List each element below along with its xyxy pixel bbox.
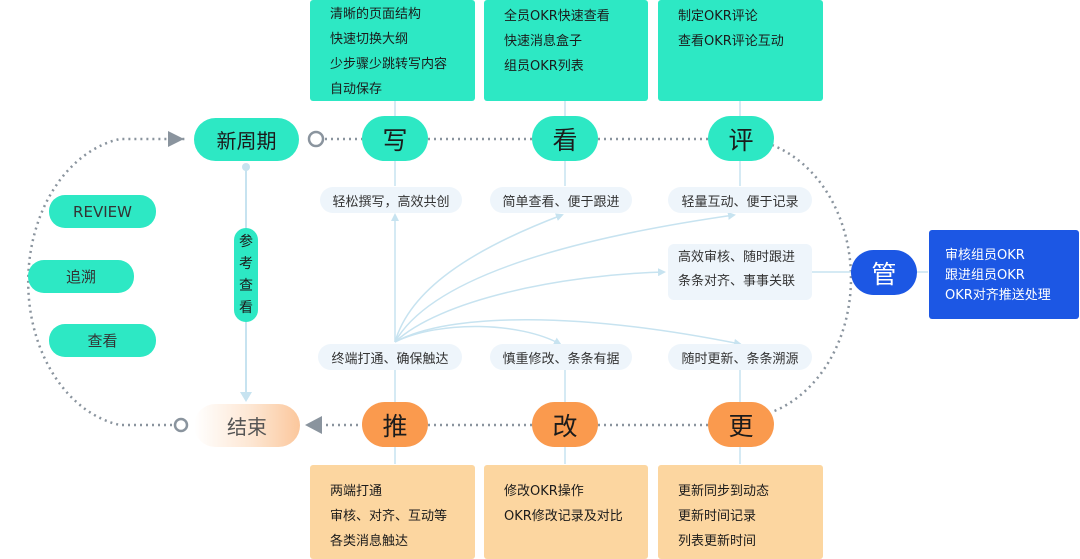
review-feature-1: 制定OKR评论	[678, 9, 758, 24]
update-features-box: 更新同步到动态 更新时间记录 列表更新时间	[658, 465, 823, 559]
reference-char-4: 看	[239, 300, 253, 316]
new-cycle-node: 新周期	[194, 118, 299, 161]
side-pill-review: REVIEW	[49, 195, 156, 228]
write-feature-4: 自动保存	[330, 82, 383, 97]
manage-label: 高效审核、随时跟进 条条对齐、事事关联	[668, 244, 812, 300]
left-loop-arrow	[168, 131, 184, 147]
push-feature-2: 审核、对齐、互动等	[330, 509, 448, 524]
update-feature-2: 更新时间记录	[678, 509, 757, 524]
review-label: 轻量互动、便于记录	[668, 187, 812, 213]
push-features-box: 两端打通 审核、对齐、互动等 各类消息触达	[310, 465, 475, 559]
fan-connectors	[391, 211, 742, 347]
reference-char-3: 查	[239, 278, 253, 294]
manage-feature-1: 审核组员OKR	[945, 248, 1025, 263]
modify-feature-2: OKR修改记录及对比	[504, 509, 623, 524]
end-dot	[173, 417, 189, 433]
view-feature-3: 组员OKR列表	[504, 59, 584, 74]
push-label: 终端打通、确保触达	[318, 344, 462, 370]
start-dot	[307, 130, 325, 148]
manage-feature-2: 跟进组员OKR	[945, 268, 1025, 283]
view-node: 看	[532, 116, 598, 161]
manage-feature-3: OKR对齐推送处理	[945, 288, 1051, 303]
write-features-box: 清晰的页面结构 快速切换大纲 少步骤少跳转写内容 自动保存	[310, 0, 475, 101]
right-loop-path	[771, 143, 853, 414]
view-label: 简单查看、便于跟进	[490, 187, 632, 213]
modify-feature-1: 修改OKR操作	[504, 484, 584, 499]
push-feature-3: 各类消息触达	[330, 534, 409, 549]
manage-label-line-1: 高效审核、随时跟进	[678, 250, 796, 265]
modify-label: 慎重修改、条条有据	[490, 344, 632, 370]
side-pill-view: 查看	[49, 324, 156, 357]
reference-char-1: 参	[239, 234, 253, 250]
end-node: 结束	[194, 404, 300, 447]
reference-pill: 参 考 查 看	[234, 228, 258, 322]
update-feature-3: 列表更新时间	[678, 534, 757, 549]
write-feature-1: 清晰的页面结构	[330, 7, 422, 22]
manage-node: 管	[851, 250, 917, 295]
reference-arrow	[240, 392, 252, 402]
write-feature-2: 快速切换大纲	[330, 32, 409, 47]
side-pill-trace: 追溯	[28, 260, 134, 293]
reference-dot	[242, 163, 250, 171]
push-node: 推	[362, 402, 428, 447]
review-features-box: 制定OKR评论 查看OKR评论互动	[658, 0, 823, 101]
modify-features-box: 修改OKR操作 OKR修改记录及对比	[484, 465, 648, 559]
manage-features-box: 审核组员OKR 跟进组员OKR OKR对齐推送处理	[929, 230, 1079, 319]
manage-label-line-2: 条条对齐、事事关联	[678, 274, 796, 289]
update-feature-1: 更新同步到动态	[678, 484, 770, 499]
write-label: 轻松撰写，高效共创	[320, 187, 462, 213]
reference-char-2: 考	[239, 256, 253, 272]
modify-node: 改	[532, 402, 598, 447]
review-node: 评	[708, 116, 774, 161]
end-arrow	[305, 416, 322, 434]
view-features-box: 全员OKR快速查看 快速消息盒子 组员OKR列表	[484, 0, 648, 101]
update-label: 随时更新、条条溯源	[668, 344, 812, 370]
view-feature-1: 全员OKR快速查看	[504, 9, 610, 24]
push-feature-1: 两端打通	[330, 484, 383, 499]
view-feature-2: 快速消息盒子	[504, 34, 583, 49]
write-node: 写	[362, 116, 428, 161]
update-node: 更	[708, 402, 774, 447]
review-feature-2: 查看OKR评论互动	[678, 34, 784, 49]
write-feature-3: 少步骤少跳转写内容	[330, 57, 448, 72]
short-connectors	[394, 101, 928, 464]
